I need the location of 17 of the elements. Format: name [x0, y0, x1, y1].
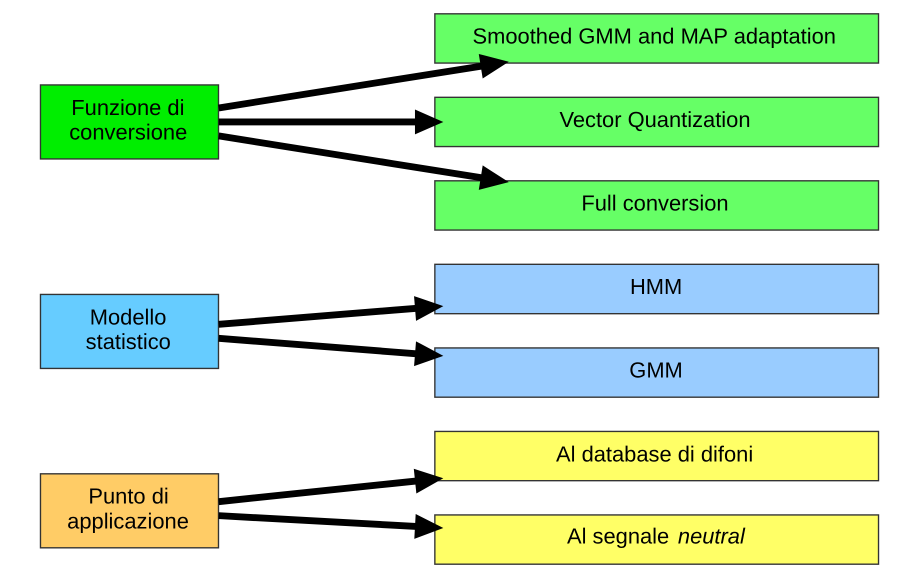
node-box: Funzione di conversione [39, 84, 219, 160]
node-box: Full conversion [434, 180, 879, 231]
node-box: Al database di difoni [434, 430, 879, 482]
node-box: Vector Quantization [434, 96, 879, 148]
node-box: GMM [434, 347, 879, 398]
node-box: Punto di applicazione [39, 473, 219, 548]
arrow [218, 296, 443, 328]
arrow [218, 132, 508, 190]
arrow [218, 54, 508, 112]
arrow [218, 468, 443, 506]
arrow [218, 512, 443, 539]
node-box: Modello statistico [39, 294, 219, 370]
node-box: Smoothed GMM and MAP adaptation [434, 13, 879, 64]
node-box: HMM [434, 264, 879, 314]
node-box: Al segnale neutral [434, 514, 879, 565]
arrow [218, 334, 443, 366]
arrow [218, 110, 443, 134]
